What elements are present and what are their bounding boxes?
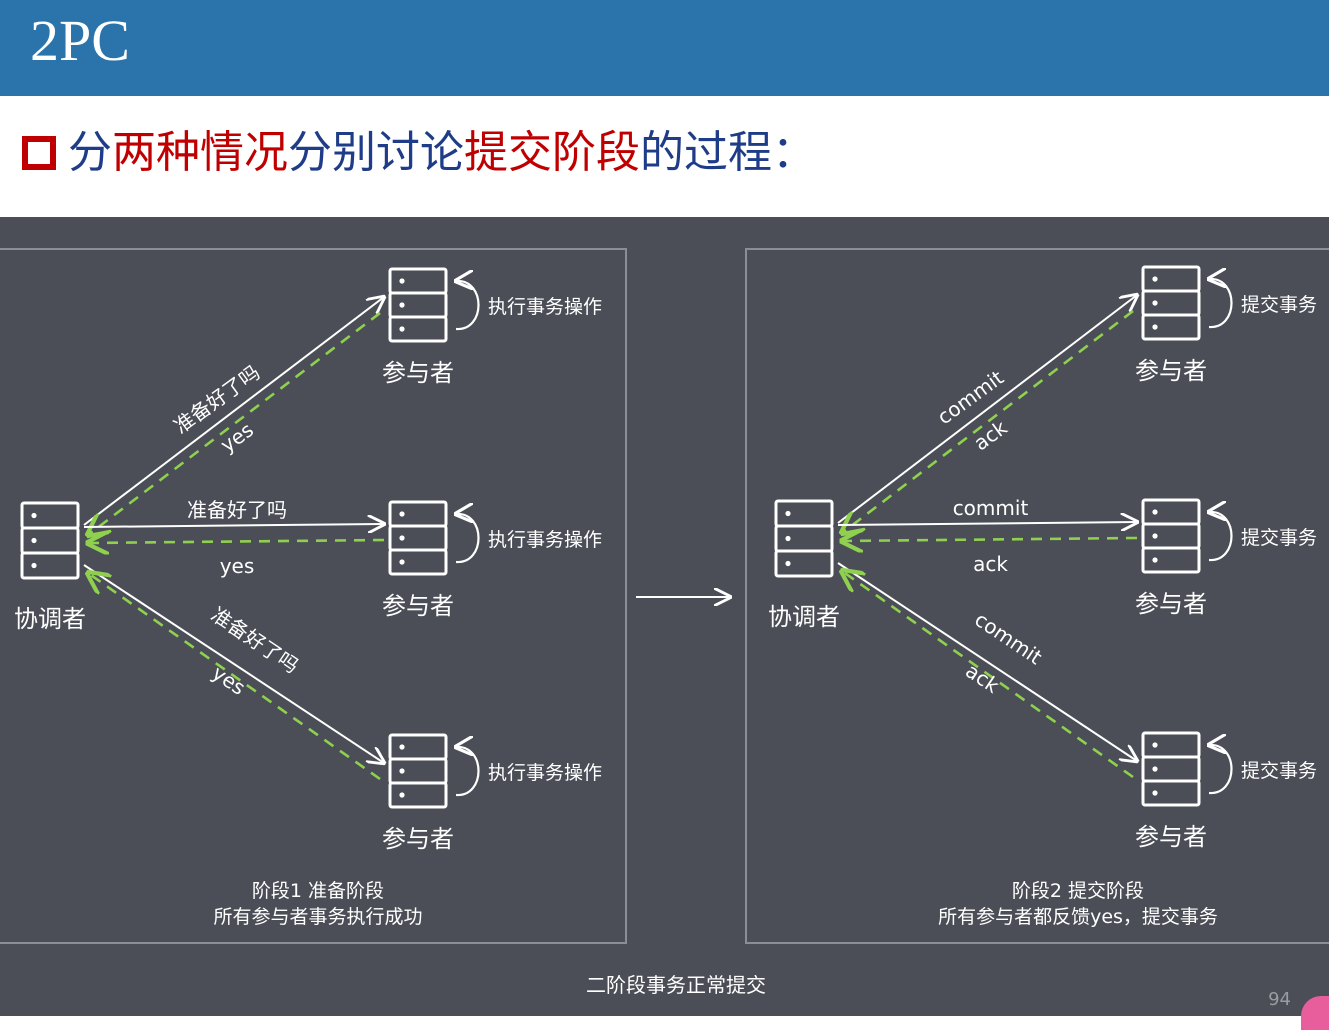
phase2-request-arrow — [837, 562, 1137, 761]
phase1-participant-server-icon — [388, 500, 448, 576]
phase1-participant-label: 参与者 — [382, 592, 454, 620]
phase2-action-loop-icon — [1209, 745, 1233, 795]
diagram-caption: 二阶段事务正常提交 — [586, 973, 766, 997]
phase1-frame — [0, 248, 627, 944]
phase1-action-label: 执行事务操作 — [488, 296, 602, 318]
phase2-participant-server-icon — [1141, 498, 1201, 574]
phase2-response-label-middle: ack — [973, 552, 1008, 576]
phase2-participant-server-icon — [1141, 265, 1201, 341]
phase2-participant-label: 参与者 — [1135, 590, 1207, 618]
phase2-ack-arrow — [842, 571, 1134, 779]
phase2-action-label: 提交事务 — [1241, 760, 1317, 782]
page-number: 94 — [1268, 989, 1291, 1010]
phase1-response-label-middle: yes — [220, 554, 255, 578]
phase2-action-label: 提交事务 — [1241, 527, 1317, 549]
phase2-action-loop-icon — [1209, 279, 1233, 329]
phase1-action-loop-icon — [456, 747, 480, 797]
subtitle-segment: 分 — [68, 127, 112, 178]
phase1-request-arrow — [83, 524, 384, 527]
phase1-action-label: 执行事务操作 — [488, 762, 602, 784]
phase2-participant-server-icon — [1141, 731, 1201, 807]
phase1-ack-arrow — [88, 573, 381, 781]
subtitle-segment: 的过程： — [640, 127, 816, 178]
phase2-footer-line1: 阶段2 提交阶段 — [1012, 880, 1144, 902]
phase1-response-label-top: yes — [216, 417, 258, 457]
phase1-footer-line1: 阶段1 准备阶段 — [252, 880, 384, 902]
phase1-request-arrow — [83, 564, 384, 763]
header-bar: 2PC — [0, 0, 1329, 96]
phase1-response-label-bottom: yes — [208, 661, 250, 700]
phase1-participant-label: 参与者 — [382, 825, 454, 853]
phase1-participant-server-icon — [388, 267, 448, 343]
phase2-request-label-bottom: commit — [970, 607, 1046, 669]
two-phase-commit-diagram: 阶段1 准备阶段 所有参与者事务执行成功 阶段2 提交阶段 所有参与者都反馈ye… — [0, 248, 1329, 997]
subtitle-segment: 两种情况 — [112, 127, 288, 178]
phase1-request-label-middle: 准备好了吗 — [187, 498, 287, 522]
subtitle-segment: 提交阶段 — [464, 127, 640, 178]
phase2-request-arrow — [837, 295, 1137, 524]
phase1-participant-server-icon — [388, 733, 448, 809]
subtitle-text: 分两种情况分别讨论提交阶段的过程： — [68, 123, 816, 183]
phase2-coordinator-server-icon — [774, 499, 834, 578]
phase1-participant-label: 参与者 — [382, 359, 454, 387]
phase2-frame — [745, 248, 1329, 944]
phase1-coordinator-label: 协调者 — [14, 605, 86, 633]
phase1-request-arrow — [83, 297, 384, 526]
phase1-action-loop-icon — [456, 281, 480, 331]
phase2-ack-arrow — [842, 309, 1134, 533]
phase2-request-arrow — [837, 522, 1137, 525]
hollow-square-icon — [22, 136, 56, 170]
phase2-ack-arrow — [842, 538, 1138, 541]
phase2-participant-label: 参与者 — [1135, 357, 1207, 385]
phase2-response-label-bottom: ack — [961, 659, 1004, 699]
phase2-request-label-middle: commit — [953, 496, 1029, 520]
phase2-action-label: 提交事务 — [1241, 294, 1317, 316]
phase1-footer-line2: 所有参与者事务执行成功 — [213, 906, 422, 928]
phase1-ack-arrow — [88, 311, 381, 535]
phase1-ack-arrow — [88, 540, 385, 543]
phase1-action-label: 执行事务操作 — [488, 529, 602, 551]
subtitle: 分两种情况分别讨论提交阶段的过程： — [22, 118, 816, 188]
diagram-panel: 阶段1 准备阶段 所有参与者事务执行成功 阶段2 提交阶段 所有参与者都反馈ye… — [0, 217, 1329, 1030]
phase2-participant-label: 参与者 — [1135, 823, 1207, 851]
phase2-footer-line2: 所有参与者都反馈yes，提交事务 — [938, 906, 1218, 928]
subtitle-segment: 分别讨论 — [288, 127, 464, 178]
phase2-response-label-top: ack — [969, 415, 1012, 455]
page-title: 2PC — [30, 8, 130, 73]
phase1-action-loop-icon — [456, 514, 480, 564]
phase2-action-loop-icon — [1209, 512, 1233, 562]
phase2-coordinator-label: 协调者 — [768, 603, 840, 631]
phase1-coordinator-server-icon — [20, 501, 80, 580]
